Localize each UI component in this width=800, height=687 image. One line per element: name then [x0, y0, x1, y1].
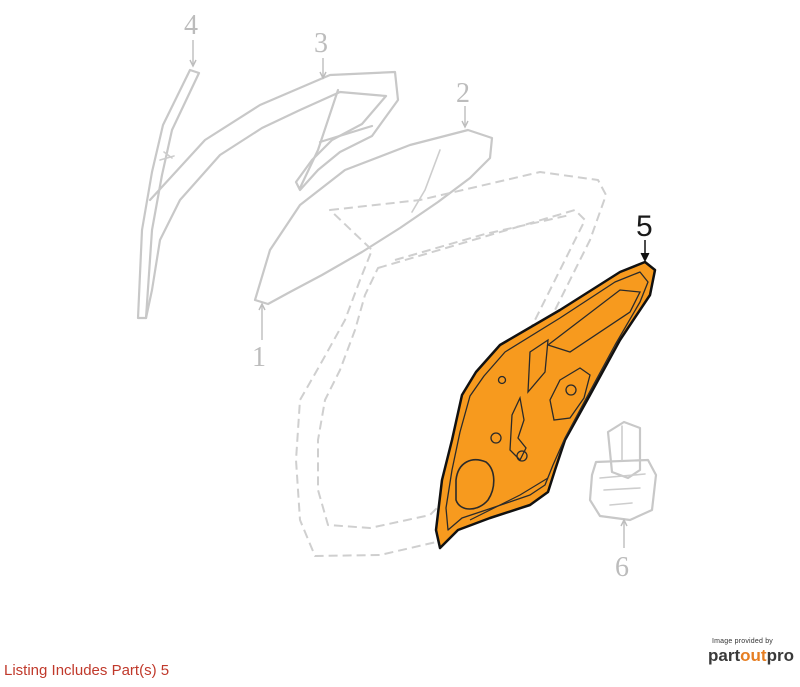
- part-4-run-channel: [136, 68, 201, 320]
- part-5-door-module-panel[interactable]: [434, 260, 657, 550]
- callout-2: 2: [456, 78, 470, 109]
- callout-3: 3: [314, 28, 328, 59]
- part-6-window-motor: [588, 420, 658, 522]
- part-2-door-glass: [253, 128, 494, 306]
- callout-5: 5: [636, 210, 653, 243]
- listing-includes-text: Listing Includes Part(s) 5: [4, 662, 170, 679]
- brand-pro: pro: [766, 646, 794, 665]
- credit-caption: Image provided by: [712, 638, 773, 645]
- image-credit: Image provided by partoutpro: [708, 638, 798, 666]
- brand-part: part: [708, 646, 741, 665]
- callout-1: 1: [252, 342, 266, 373]
- part-3-window-frame: [144, 70, 400, 320]
- callout-4: 4: [184, 10, 198, 41]
- brand-out: out: [740, 646, 767, 665]
- leader-lines: [189, 40, 650, 548]
- door-shell-outline: [295, 171, 607, 557]
- callout-6: 6: [615, 552, 629, 583]
- brand-logo: partoutpro: [708, 646, 798, 666]
